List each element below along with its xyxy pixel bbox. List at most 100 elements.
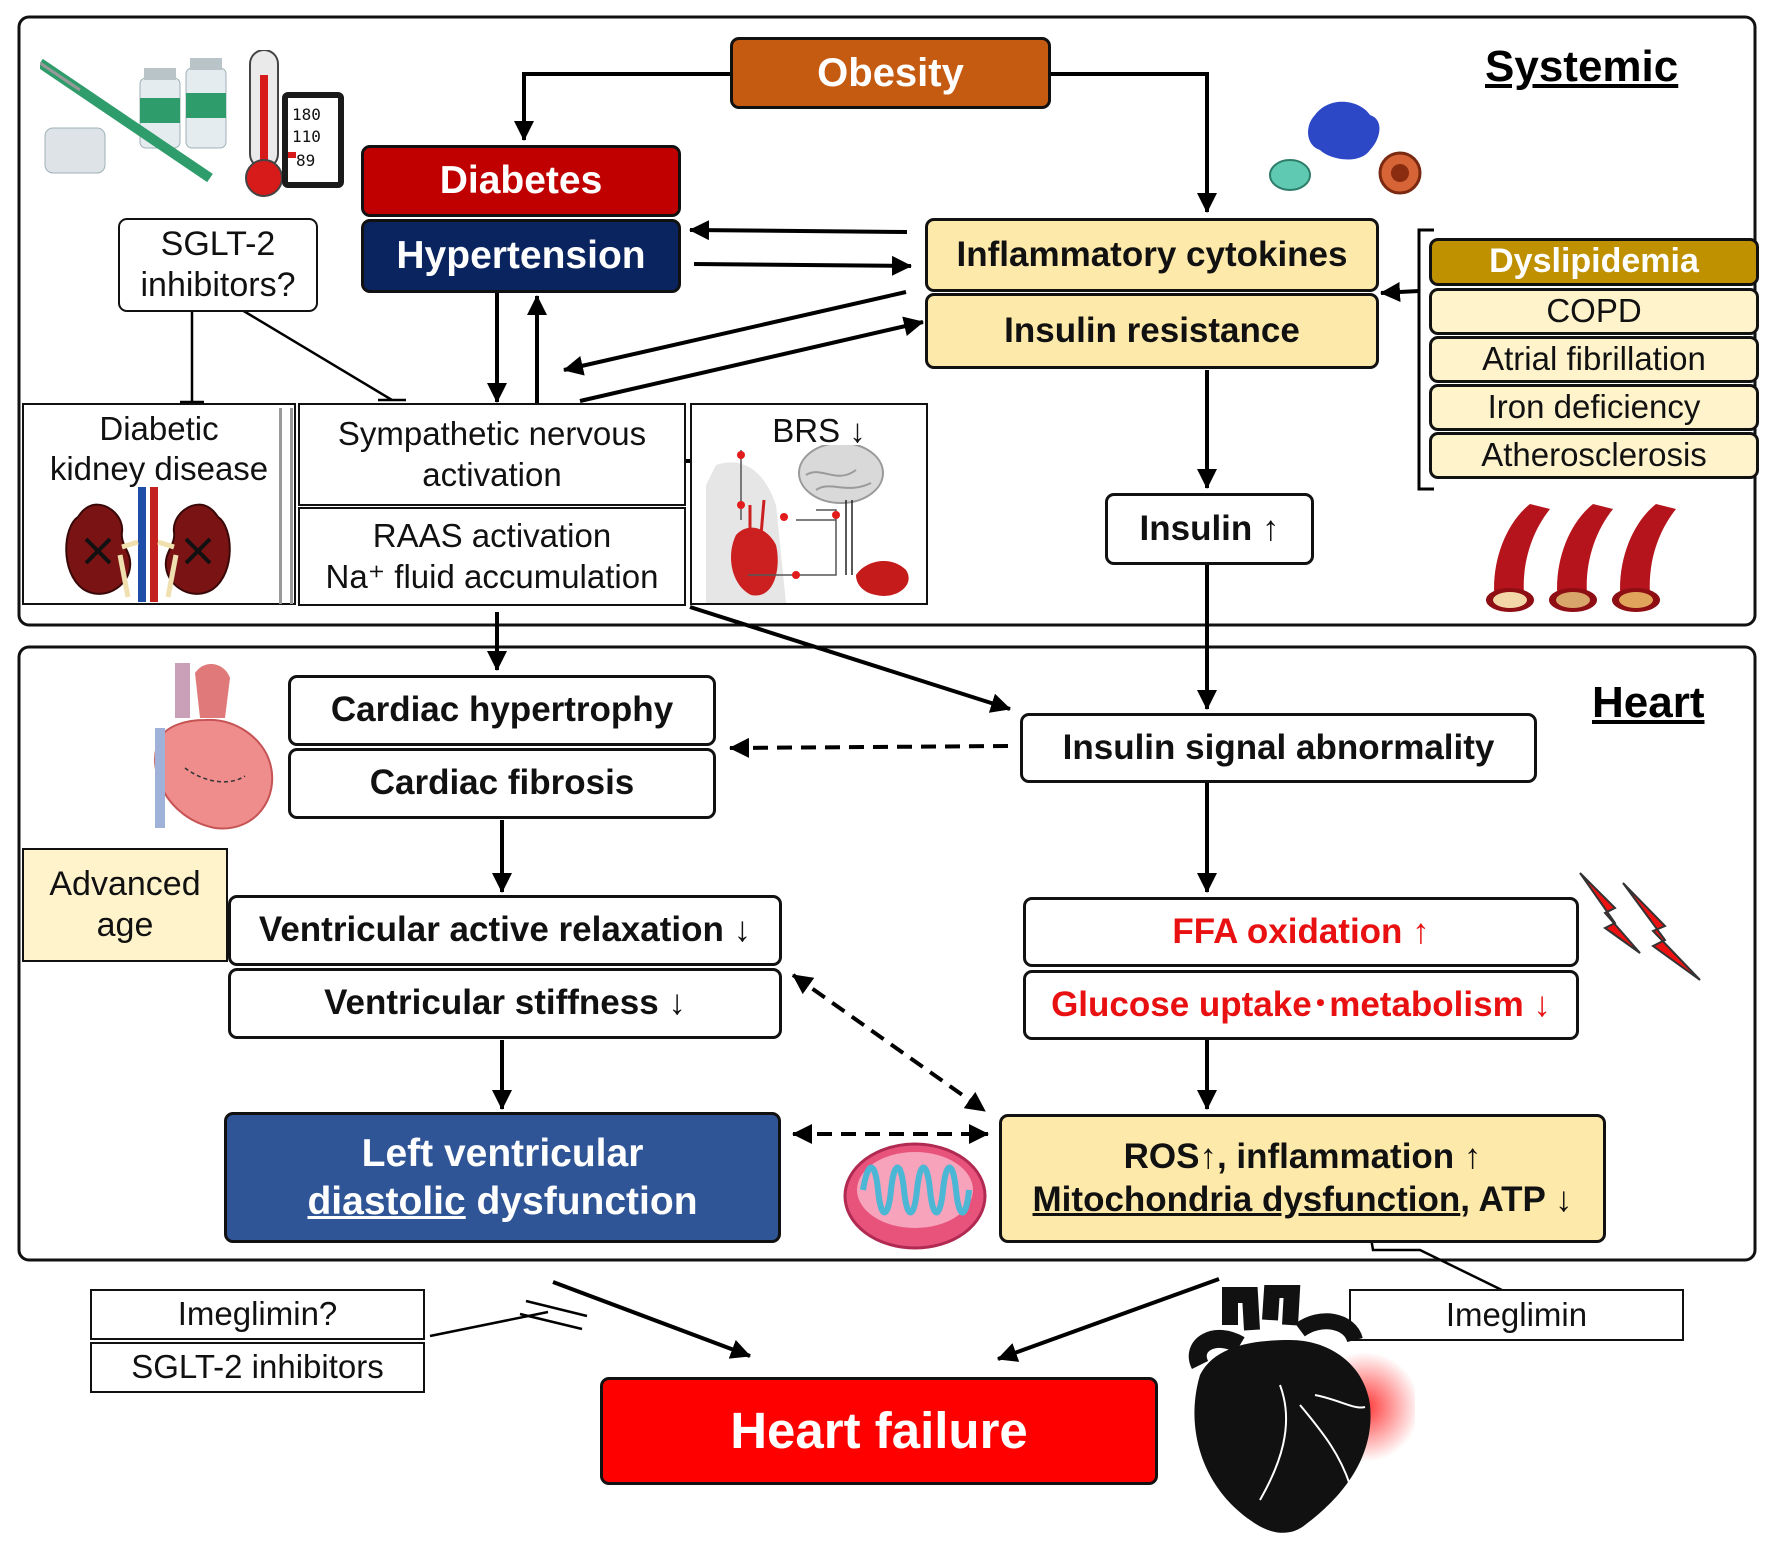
raas-line1: RAAS activation xyxy=(372,517,612,555)
obesity-box: Obesity xyxy=(730,37,1051,109)
dkd-line2: kidney disease xyxy=(49,450,269,488)
insulin-signal-label: Insulin signal abnormality xyxy=(1062,727,1495,767)
atherosclerosis-label: Atherosclerosis xyxy=(1481,436,1707,474)
atherosclerosis-box: Atherosclerosis xyxy=(1429,432,1759,479)
ffa-oxidation-label: FFA oxidation ↑ xyxy=(1172,911,1430,951)
raas-line2: Na⁺ fluid accumulation xyxy=(325,557,659,595)
mito-dysfunction: Mitochondria dysfunction xyxy=(1032,1179,1461,1219)
mitochondria-icon xyxy=(843,1142,987,1250)
copd-label: COPD xyxy=(1546,292,1642,330)
lvdd-line2: diastolic dysfunction xyxy=(307,1178,697,1226)
sglt2-question-box: SGLT-2 inhibitors? xyxy=(118,218,318,312)
arrow-obesity-diabetes xyxy=(514,72,730,141)
cardiac-hypertrophy-label: Cardiac hypertrophy xyxy=(330,690,674,730)
imeglimin-box: Imeglimin xyxy=(1349,1289,1684,1341)
cardiac-fibrosis-box: Cardiac fibrosis xyxy=(288,748,716,819)
lightning-icon xyxy=(1579,872,1701,981)
lvdd-diastolic: diastolic xyxy=(307,1179,466,1223)
insulin-resistance-label: Insulin resistance xyxy=(1004,310,1300,350)
sna-line1: Sympathetic nervous xyxy=(337,415,647,453)
glucose-uptake-label: Glucose uptake･metabolism ↓ xyxy=(1051,984,1551,1024)
cardiac-fibrosis-label: Cardiac fibrosis xyxy=(369,763,635,803)
heart-section-title: Heart xyxy=(1592,678,1705,727)
obesity-label: Obesity xyxy=(817,50,964,95)
insulin-vials-icon xyxy=(40,58,227,183)
sna-box: Sympathetic nervous activation xyxy=(298,403,686,506)
systemic-section-title: Systemic xyxy=(1485,42,1679,91)
lvdd-box: Left ventricular diastolic dysfunction xyxy=(224,1112,781,1243)
imeglimin-question-label: Imeglimin? xyxy=(177,1295,338,1333)
svg-text:89: 89 xyxy=(296,151,315,170)
ventricular-stiffness-box: Ventricular stiffness ↓ xyxy=(228,968,782,1039)
ros-line2: Mitochondria dysfunction, ATP ↓ xyxy=(1033,1179,1573,1222)
imeglimin-label: Imeglimin xyxy=(1445,1295,1588,1333)
arrow-inflammatory-diabetes xyxy=(689,220,908,241)
diabetes-label: Diabetes xyxy=(439,159,603,203)
nerve-body-icon xyxy=(706,445,909,603)
kidney-icon xyxy=(65,487,231,602)
insulin-signal-box: Insulin signal abnormality xyxy=(1020,713,1537,783)
thermometer-icon xyxy=(245,50,283,197)
ffa-oxidation-box: FFA oxidation ↑ xyxy=(1023,897,1579,967)
sna-line2: activation xyxy=(422,455,562,493)
ventricular-relaxation-box: Ventricular active relaxation ↓ xyxy=(228,895,782,966)
diabetes-box: Diabetes xyxy=(361,145,681,217)
mito-atp: , ATP ↓ xyxy=(1460,1179,1573,1219)
lvdd-line1: Left ventricular xyxy=(361,1131,644,1175)
svg-text:110: 110 xyxy=(292,127,321,146)
imeglimin-question-box: Imeglimin? xyxy=(90,1289,425,1340)
glucose-uptake-box: Glucose uptake･metabolism ↓ xyxy=(1023,970,1579,1040)
sglt2-question-line2: inhibitors? xyxy=(140,266,296,304)
dkd-box: Diabetic kidney disease xyxy=(22,403,296,605)
arrow-raas-insulinsignal xyxy=(689,605,1011,713)
insulin-resistance-box: Insulin resistance xyxy=(925,293,1379,369)
atrial-fibrillation-label: Atrial fibrillation xyxy=(1482,340,1706,378)
inhibit-line-sglt2-dkd xyxy=(180,312,204,404)
lvdd-dysfunction: dysfunction xyxy=(465,1179,698,1223)
artery-plaque-icon xyxy=(1486,504,1676,612)
raas-box: RAAS activation Na⁺ fluid accumulation xyxy=(298,507,686,606)
cardiac-hypertrophy-box: Cardiac hypertrophy xyxy=(288,675,716,746)
arrow-insres-sna xyxy=(563,290,907,376)
dkd-line1: Diabetic xyxy=(99,410,219,447)
svg-text:180: 180 xyxy=(292,105,321,124)
arrow-hypertension-inflammatory xyxy=(693,255,912,276)
dyslipidemia-box: Dyslipidemia xyxy=(1429,238,1759,286)
blood-pressure-monitor-icon: 180 110 89 xyxy=(282,92,344,188)
brs-label: BRS ↓ xyxy=(772,412,866,449)
ros-line1: ROS↑, inflammation ↑ xyxy=(1123,1136,1482,1176)
advanced-age-line1: Advanced xyxy=(49,864,201,903)
ros-box: ROS↑, inflammation ↑ Mitochondria dysfun… xyxy=(999,1114,1606,1243)
dyslipidemia-label: Dyslipidemia xyxy=(1489,242,1699,281)
arrow-obesity-inflammatory xyxy=(1050,72,1217,213)
heart-failure-box: Heart failure xyxy=(600,1377,1158,1485)
hypertension-label: Hypertension xyxy=(396,234,646,278)
heart-failure-label: Heart failure xyxy=(730,1401,1028,1459)
insulin-up-label: Insulin ↑ xyxy=(1139,508,1280,548)
heart-section-frame xyxy=(17,645,1757,1262)
arrow-comorbidity-insres xyxy=(1380,282,1420,302)
insulin-up-box: Insulin ↑ xyxy=(1105,493,1314,565)
advanced-age-box: Advanced age xyxy=(22,848,228,962)
ventricular-stiffness-label: Ventricular stiffness ↓ xyxy=(324,983,686,1023)
arrow-lvdd-heartfailure xyxy=(552,1280,751,1359)
arrow-sna-insres xyxy=(579,316,924,403)
inhibit-bars-drugs-hf xyxy=(519,1299,588,1331)
sglt2-inhibitors-box: SGLT-2 inhibitors xyxy=(90,1342,425,1393)
sglt2-question-line1: SGLT-2 xyxy=(160,224,276,263)
atrial-fibrillation-box: Atrial fibrillation xyxy=(1429,336,1759,383)
dkd-sna-divider xyxy=(279,408,293,604)
heart-anatomy-icon xyxy=(154,663,274,830)
hypertension-box: Hypertension xyxy=(361,219,681,293)
arrow-ros-heartfailure xyxy=(997,1277,1220,1362)
iron-deficiency-box: Iron deficiency xyxy=(1429,384,1759,431)
sglt2-inhibitors-label: SGLT-2 inhibitors xyxy=(131,1348,384,1386)
ventricular-relaxation-label: Ventricular active relaxation ↓ xyxy=(258,910,752,950)
copd-box: COPD xyxy=(1429,288,1759,335)
iron-deficiency-label: Iron deficiency xyxy=(1487,388,1701,426)
inflammatory-cytokines-label: Inflammatory cytokines xyxy=(956,234,1348,274)
inflammatory-cytokines-box: Inflammatory cytokines xyxy=(925,218,1379,292)
advanced-age-line2: age xyxy=(96,906,154,944)
inhibit-line-sglt2-sna xyxy=(241,308,406,402)
